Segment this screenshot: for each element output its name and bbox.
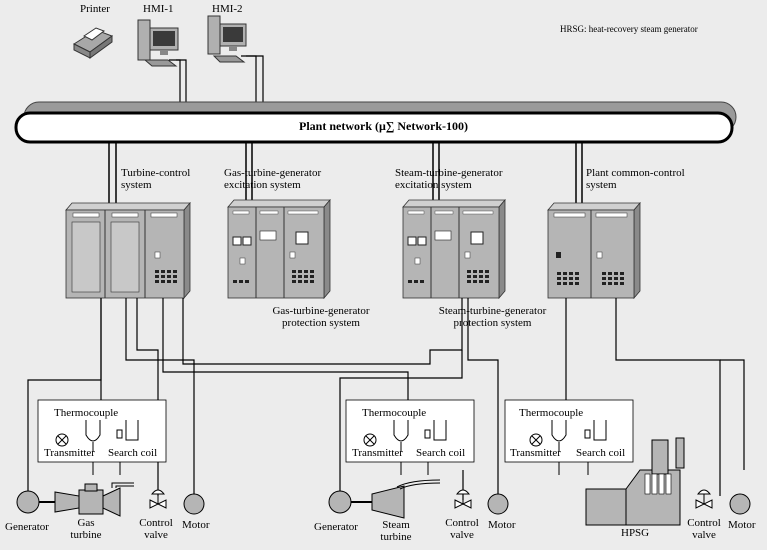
steam-control-valve (454, 489, 472, 509)
printer-label: Printer (80, 3, 110, 15)
thermocouple-label-steam: Thermocouple (362, 407, 427, 419)
gt-excitation-cabinet (227, 198, 331, 300)
hpsg-motor (729, 493, 751, 515)
hpsg-unit (585, 437, 685, 526)
gas-control-valve (149, 489, 167, 509)
turbine-control-cabinet (65, 201, 191, 300)
hpsg-control-valve (695, 489, 713, 509)
motor-label-steam: Motor (488, 519, 516, 531)
motor-label-gas: Motor (182, 519, 210, 531)
hmi-1-icon (137, 19, 179, 67)
generator-label-steam: Generator (314, 521, 358, 533)
hmi-2-icon (207, 15, 247, 63)
search-coil-label-gas: Search coil (108, 447, 158, 459)
gas-turbine-label: Gas turbine (70, 517, 102, 541)
st-protection-label: Steam-turbine-generator protection syste… (438, 305, 547, 329)
gt-protection-label: Gas-turbine-generator protection system (272, 305, 370, 329)
steam-turbine-label: Steam turbine (380, 519, 412, 543)
gas-motor (183, 493, 205, 515)
steam-motor (487, 493, 509, 515)
turbine-control-label: Turbine-control system (121, 167, 191, 191)
search-coil-label-steam: Search coil (416, 447, 466, 459)
hmi-1-label: HMI-1 (143, 3, 174, 15)
plant-network-label: Plant network (μ∑ Network-100) (299, 119, 468, 133)
generator-label-gas: Generator (5, 521, 49, 533)
search-coil-label-hpsg: Search coil (576, 447, 626, 459)
thermocouple-label-gas: Thermocouple (54, 407, 119, 419)
sensor-feeds (92, 462, 589, 475)
hmi-links (169, 55, 264, 104)
st-excitation-cabinet (402, 198, 506, 300)
control-valve-label-steam: Control valve (445, 517, 479, 541)
sensor-box-hpsg (504, 399, 634, 463)
plant-common-cabinet (547, 201, 641, 300)
st-excitation-label: Steam-turbine-generator excitation syste… (395, 167, 503, 191)
hmi-2-label: HMI-2 (212, 3, 243, 15)
network-drops (108, 142, 583, 203)
printer-icon (72, 27, 114, 59)
thermocouple-label-hpsg: Thermocouple (519, 407, 584, 419)
sensor-box-gas (37, 399, 167, 463)
field-wiring (27, 298, 745, 500)
gas-turbine-train (16, 482, 134, 517)
transmitter-label-steam: Transmitter (352, 447, 403, 459)
plant-network (14, 101, 737, 144)
transmitter-label-gas: Transmitter (44, 447, 95, 459)
plant-common-label: Plant common-control system (586, 167, 685, 191)
sensor-box-steam (345, 399, 475, 463)
transmitter-label-hpsg: Transmitter (510, 447, 561, 459)
control-valve-label-hpsg: Control valve (687, 517, 721, 541)
steam-turbine-train (328, 479, 441, 519)
hrsg-note: HRSG: heat-recovery steam generator (560, 24, 698, 34)
gt-excitation-label: Gas-turbine-generator excitation system (224, 167, 322, 191)
control-valve-label-gas: Control valve (139, 517, 173, 541)
motor-label-hpsg: Motor (728, 519, 756, 531)
hpsg-label: HPSG (621, 527, 650, 539)
